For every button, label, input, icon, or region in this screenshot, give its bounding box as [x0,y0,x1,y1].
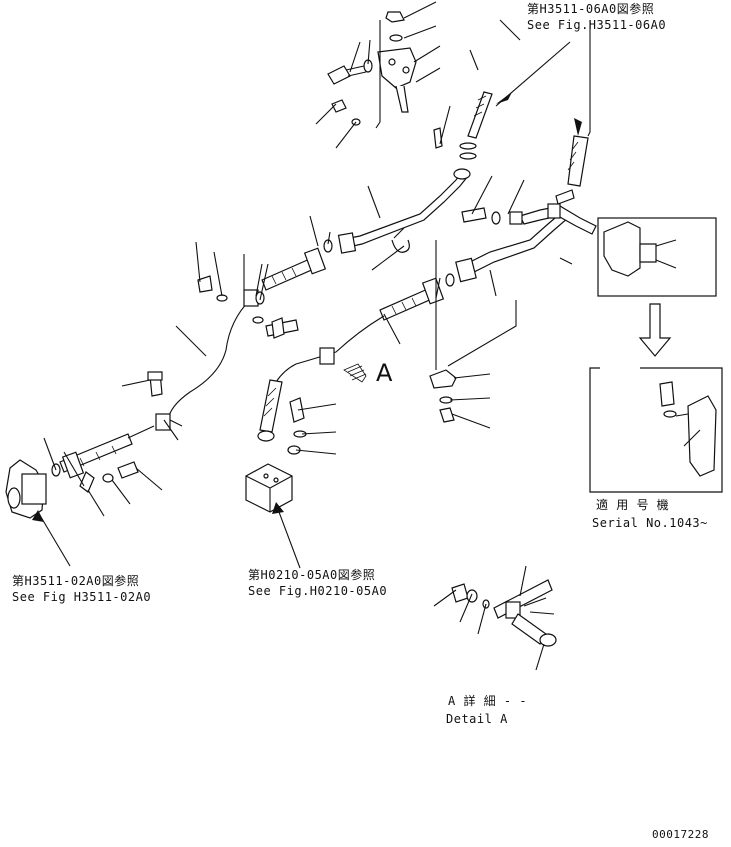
leader-lines [37,1,591,569]
ref-top-right-en: See Fig.H3511-06A0 [527,18,667,32]
ref-bottom-left-jp: 第H3511-02A0図参照 [12,574,140,588]
ref-bottom-mid-en: See Fig.H0210-05A0 [248,584,388,598]
fasteners-left [197,275,299,339]
reference-arrows [32,92,582,522]
top-bracket-assembly [327,11,417,126]
right-pipe-assembly [455,203,597,283]
serial-en: Serial No.1043~ [592,516,708,530]
drawing-number: 00017228 [652,828,709,841]
lower-right-clamp [429,240,517,423]
serial-jp: 適 用 号 機 [596,498,670,512]
inset-bracket-before [597,217,717,297]
left-hose-assembly [59,289,265,479]
view-a-label: A [376,359,393,387]
center-block [245,397,307,513]
center-hoses [257,239,455,442]
ref-bottom-mid-jp: 第H0210-05A0図参照 [248,568,376,582]
ref-bottom-left-en: See Fig H3511-02A0 [12,590,152,604]
upper-pipe [337,127,477,254]
view-a-arrow [343,363,367,383]
inset-bracket-after [589,362,723,493]
detail-a-drawing [433,565,557,671]
detail-a-jp: A 詳 細 - - [448,694,528,708]
upper-right-hose [467,91,589,205]
left-valve [5,459,139,519]
transition-arrow [638,303,672,357]
detail-a-en: Detail A [446,712,508,726]
ref-top-right-jp: 第H3511-06A0図参照 [527,2,655,16]
